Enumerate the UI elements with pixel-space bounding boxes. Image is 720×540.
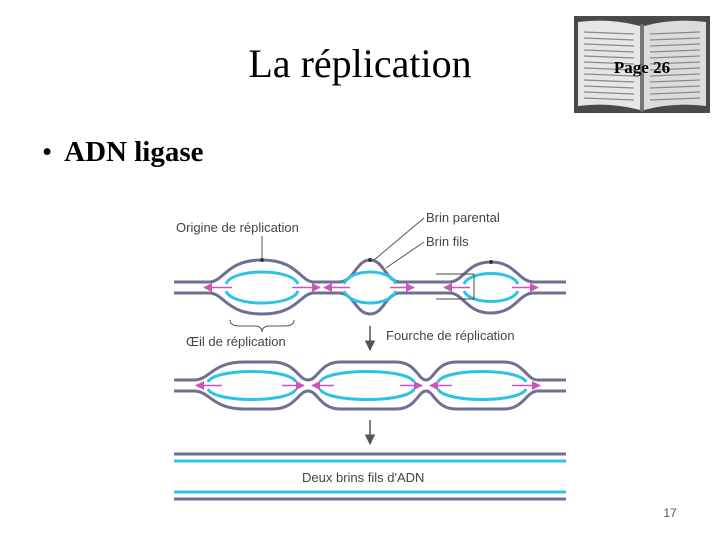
two-daughters-label: Deux brins fils d'ADN: [302, 470, 424, 485]
book-icon: [574, 16, 710, 113]
page-number: 17: [663, 506, 677, 520]
origin-label: Origine de réplication: [176, 220, 299, 235]
replication-row-1: [174, 258, 566, 316]
fork-bracket: [436, 273, 475, 300]
bullet-item: • ADN ligase: [42, 136, 204, 169]
page-reference: Page 26: [613, 58, 671, 77]
parent-strand-label: Brin parental: [426, 210, 500, 225]
slide-title: La réplication: [248, 41, 472, 86]
book-page-image: [574, 16, 710, 113]
replication-diagram: Origine de réplication Brin parental Bri…: [164, 204, 574, 514]
fork-label: Fourche de réplication: [386, 328, 515, 343]
eye-label: Œil de réplication: [186, 334, 286, 349]
daughter-strand-label: Brin fils: [426, 234, 469, 249]
bullet-text: ADN ligase: [64, 136, 204, 168]
replication-row-2: [174, 360, 566, 411]
eye-brace: [229, 319, 295, 333]
bullet-marker: •: [42, 136, 53, 168]
daughter-molecules: [174, 452, 566, 501]
